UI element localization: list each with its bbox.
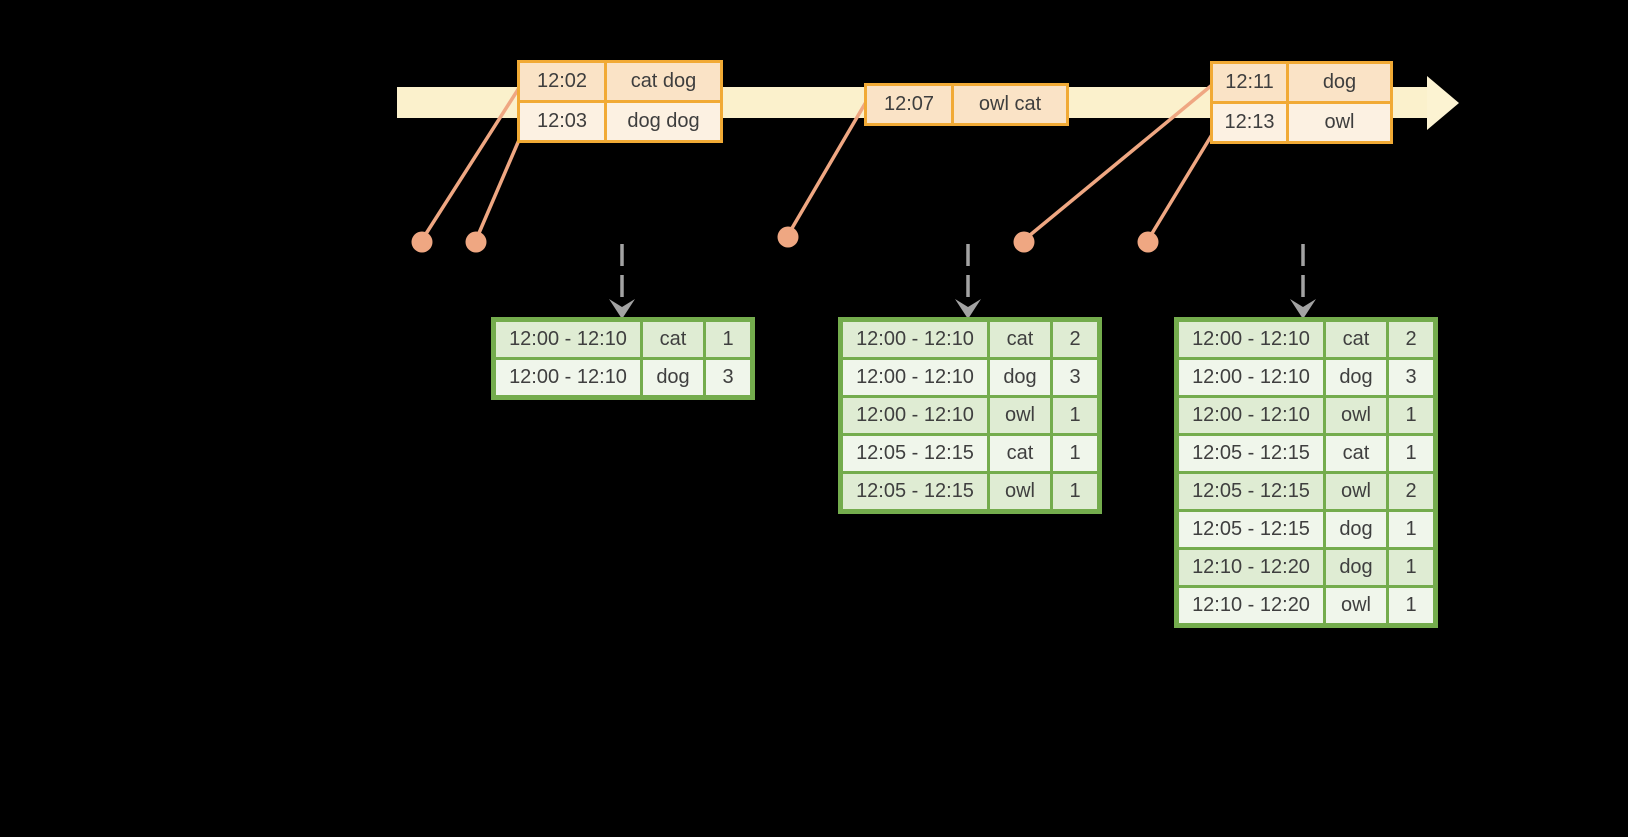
result-row: 12:10 - 12:20 dog 1 bbox=[1175, 547, 1437, 588]
result-row: 12:05 - 12:15 cat 1 bbox=[839, 433, 1101, 474]
word-cell: dog bbox=[640, 357, 706, 399]
count-cell: 1 bbox=[1050, 471, 1101, 513]
window-cell: 12:00 - 12:10 bbox=[1175, 318, 1326, 360]
word-cell: cat bbox=[640, 318, 706, 360]
result-row: 12:00 - 12:10 cat 2 bbox=[839, 318, 1101, 360]
window-cell: 12:05 - 12:15 bbox=[839, 433, 990, 474]
event-words-cell: owl bbox=[1286, 101, 1393, 144]
word-cell: cat bbox=[1323, 318, 1389, 360]
result-row: 12:00 - 12:10 dog 3 bbox=[1175, 357, 1437, 398]
event-time-cell: 12:11 bbox=[1210, 61, 1289, 104]
result-row: 12:00 - 12:10 dog 3 bbox=[839, 357, 1101, 398]
count-cell: 2 bbox=[1386, 471, 1437, 512]
count-cell: 1 bbox=[1386, 547, 1437, 588]
result-row: 12:00 - 12:10 cat 2 bbox=[1175, 318, 1437, 360]
event-connector-line bbox=[1022, 83, 1214, 242]
event-time-dot bbox=[465, 231, 487, 253]
count-cell: 1 bbox=[1050, 433, 1101, 474]
result-row: 12:10 - 12:20 owl 1 bbox=[1175, 585, 1437, 627]
word-cell: owl bbox=[1323, 471, 1389, 512]
result-row: 12:05 - 12:15 dog 1 bbox=[1175, 509, 1437, 550]
word-cell: cat bbox=[987, 318, 1053, 360]
result-table-3: 12:00 - 12:10 cat 2 12:00 - 12:10 dog 3 … bbox=[1174, 317, 1438, 628]
count-cell: 2 bbox=[1050, 318, 1101, 360]
window-cell: 12:00 - 12:10 bbox=[492, 318, 643, 360]
word-cell: dog bbox=[987, 357, 1053, 398]
word-cell: owl bbox=[987, 471, 1053, 513]
word-cell: owl bbox=[1323, 395, 1389, 436]
event-connector-line bbox=[786, 101, 868, 236]
window-cell: 12:00 - 12:10 bbox=[1175, 395, 1326, 436]
event-time-dot bbox=[1013, 231, 1035, 253]
event-time-cell: 12:13 bbox=[1210, 101, 1289, 144]
event-connector-line bbox=[420, 87, 521, 241]
event-row: 12:07 owl cat bbox=[864, 83, 1069, 126]
window-cell: 12:05 - 12:15 bbox=[1175, 433, 1326, 474]
result-row: 12:05 - 12:15 cat 1 bbox=[1175, 433, 1437, 474]
window-cell: 12:00 - 12:10 bbox=[839, 318, 990, 360]
word-cell: dog bbox=[1323, 509, 1389, 550]
word-cell: cat bbox=[1323, 433, 1389, 474]
window-cell: 12:05 - 12:15 bbox=[839, 471, 990, 513]
window-cell: 12:05 - 12:15 bbox=[1175, 471, 1326, 512]
count-cell: 1 bbox=[1386, 509, 1437, 550]
result-row: 12:00 - 12:10 dog 3 bbox=[492, 357, 754, 399]
event-row: 12:11 dog bbox=[1210, 61, 1393, 104]
event-time-cell: 12:07 bbox=[864, 83, 954, 126]
trigger-arrowhead-icon bbox=[955, 299, 981, 319]
event-row: 12:02 cat dog bbox=[517, 60, 723, 103]
event-connector-line bbox=[474, 125, 527, 241]
result-row: 12:05 - 12:15 owl 1 bbox=[839, 471, 1101, 513]
event-row: 12:13 owl bbox=[1210, 101, 1393, 144]
word-cell: owl bbox=[1323, 585, 1389, 627]
event-time-dot bbox=[777, 226, 799, 248]
result-row: 12:05 - 12:15 owl 2 bbox=[1175, 471, 1437, 512]
result-row: 12:00 - 12:10 owl 1 bbox=[839, 395, 1101, 436]
count-cell: 3 bbox=[703, 357, 754, 399]
event-time-cell: 12:02 bbox=[517, 60, 607, 103]
event-row: 12:03 dog dog bbox=[517, 100, 723, 143]
trigger-arrowhead-icon bbox=[1290, 299, 1316, 319]
event-time-dot bbox=[411, 231, 433, 253]
timeline-arrowhead-icon bbox=[1427, 76, 1459, 130]
window-cell: 12:00 - 12:10 bbox=[492, 357, 643, 399]
word-cell: cat bbox=[987, 433, 1053, 474]
count-cell: 3 bbox=[1050, 357, 1101, 398]
count-cell: 1 bbox=[703, 318, 754, 360]
word-cell: dog bbox=[1323, 547, 1389, 588]
count-cell: 2 bbox=[1386, 318, 1437, 360]
window-cell: 12:05 - 12:15 bbox=[1175, 509, 1326, 550]
count-cell: 3 bbox=[1386, 357, 1437, 398]
count-cell: 1 bbox=[1386, 433, 1437, 474]
result-row: 12:00 - 12:10 cat 1 bbox=[492, 318, 754, 360]
window-cell: 12:00 - 12:10 bbox=[1175, 357, 1326, 398]
word-cell: owl bbox=[987, 395, 1053, 436]
result-table-2: 12:00 - 12:10 cat 2 12:00 - 12:10 dog 3 … bbox=[838, 317, 1102, 514]
event-time-dot bbox=[1137, 231, 1159, 253]
result-table-1: 12:00 - 12:10 cat 1 12:00 - 12:10 dog 3 bbox=[491, 317, 755, 400]
event-words-cell: dog bbox=[1286, 61, 1393, 104]
event-connector-line bbox=[1146, 127, 1218, 241]
event-words-cell: cat dog bbox=[604, 60, 723, 103]
event-words-cell: dog dog bbox=[604, 100, 723, 143]
window-cell: 12:10 - 12:20 bbox=[1175, 547, 1326, 588]
event-batch-table-3: 12:11 dog 12:13 owl bbox=[1210, 61, 1393, 144]
event-words-cell: owl cat bbox=[951, 83, 1069, 126]
window-cell: 12:10 - 12:20 bbox=[1175, 585, 1326, 627]
event-batch-table-1: 12:02 cat dog 12:03 dog dog bbox=[517, 60, 723, 143]
count-cell: 1 bbox=[1386, 585, 1437, 627]
event-batch-table-2: 12:07 owl cat bbox=[864, 83, 1069, 126]
window-cell: 12:00 - 12:10 bbox=[839, 357, 990, 398]
count-cell: 1 bbox=[1386, 395, 1437, 436]
trigger-arrowhead-icon bbox=[609, 299, 635, 319]
word-cell: dog bbox=[1323, 357, 1389, 398]
event-time-cell: 12:03 bbox=[517, 100, 607, 143]
result-row: 12:00 - 12:10 owl 1 bbox=[1175, 395, 1437, 436]
count-cell: 1 bbox=[1050, 395, 1101, 436]
window-cell: 12:00 - 12:10 bbox=[839, 395, 990, 436]
